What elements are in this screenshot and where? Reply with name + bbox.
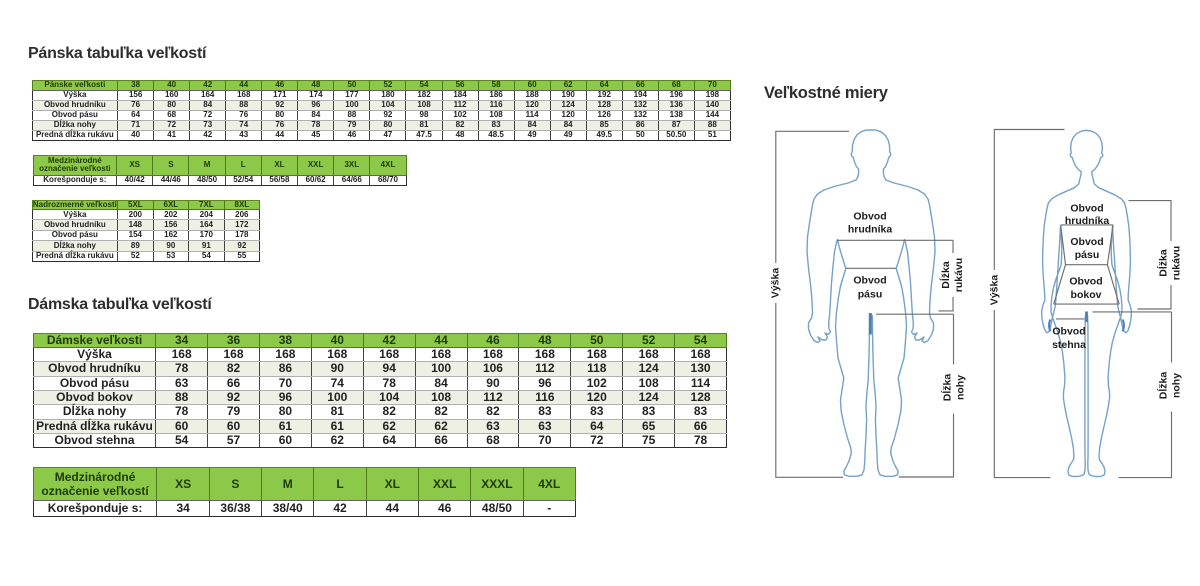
svg-text:pásu: pásu xyxy=(858,289,883,301)
svg-text:stehna: stehna xyxy=(1052,339,1086,351)
svg-text:Dĺžka: Dĺžka xyxy=(938,261,952,289)
svg-text:bokov: bokov xyxy=(1071,289,1102,301)
svg-text:Dĺžka: Dĺžka xyxy=(939,374,953,402)
svg-text:Dĺžka: Dĺžka xyxy=(1156,249,1170,277)
svg-text:pásu: pásu xyxy=(1075,249,1100,261)
svg-text:rukávu: rukávu xyxy=(953,258,965,292)
svg-text:Obvod: Obvod xyxy=(1070,236,1103,248)
svg-text:Obvod: Obvod xyxy=(853,275,886,287)
svg-text:Obvod: Obvod xyxy=(1070,203,1103,215)
svg-text:Dĺžka: Dĺžka xyxy=(1155,372,1169,400)
svg-text:Obvod: Obvod xyxy=(853,211,886,223)
svg-text:Výška: Výška xyxy=(769,268,781,299)
svg-text:nohy: nohy xyxy=(954,375,966,400)
svg-text:rukávu: rukávu xyxy=(1171,246,1183,280)
svg-text:Výška: Výška xyxy=(988,275,1000,306)
svg-text:Obvod: Obvod xyxy=(1069,276,1102,288)
svg-text:hrudníka: hrudníka xyxy=(848,224,892,236)
svg-text:nohy: nohy xyxy=(1170,373,1182,398)
svg-text:Obvod: Obvod xyxy=(1052,326,1085,338)
svg-text:hrudníka: hrudníka xyxy=(1065,215,1109,227)
